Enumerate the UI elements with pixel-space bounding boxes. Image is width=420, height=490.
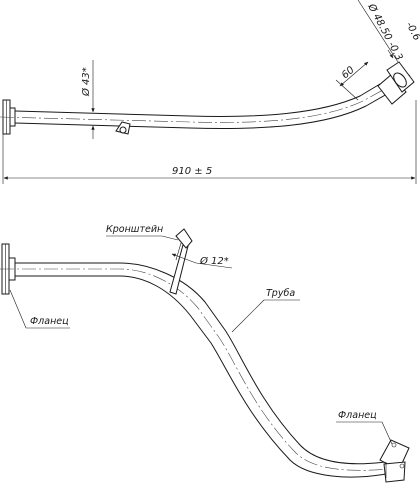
dim-diameter-12-text: Ø 12* xyxy=(199,255,229,267)
label-bracket-text: Кронштейн xyxy=(106,224,163,235)
dim-total-length: 910 ± 5 xyxy=(2,100,417,184)
label-bracket: Кронштейн xyxy=(106,224,179,241)
label-pipe-text: Труба xyxy=(266,288,295,299)
dim-diameter-48-lower-text: -0.6 xyxy=(403,20,420,42)
dim-total-length-text: 910 ± 5 xyxy=(172,166,212,177)
dim-diameter-48: Ø 48.50 -0.3 -0.6 xyxy=(357,0,420,63)
label-flange-right-text: Фланец xyxy=(338,410,377,421)
dim-diameter-48-text: Ø 48.50 -0.3 xyxy=(365,1,405,63)
label-flange-left-text: Фланец xyxy=(30,316,69,327)
top-view: Ø 43* 60 Ø 48.50 -0.3 -0.6 910 ± 5 xyxy=(0,0,420,184)
label-flange-right: Фланец xyxy=(336,410,393,445)
top-bracket-stub xyxy=(115,121,131,135)
dim-diameter-43-text: Ø 43* xyxy=(80,67,92,97)
top-pipe xyxy=(0,74,411,135)
bottom-right-flange xyxy=(379,439,410,483)
label-flange-left: Фланец xyxy=(9,289,70,329)
top-right-flange xyxy=(377,61,415,105)
bottom-view: Кронштейн Ø 12* Труба Фланец Фланец xyxy=(0,224,410,483)
label-pipe: Труба xyxy=(231,288,300,333)
dim-diameter-43: Ø 43* xyxy=(80,60,95,139)
dim-diameter-12: Ø 12* xyxy=(171,253,233,269)
dim-length-60-text: 60 xyxy=(340,65,357,82)
bottom-bracket xyxy=(169,228,193,295)
bottom-pipe xyxy=(0,228,401,478)
